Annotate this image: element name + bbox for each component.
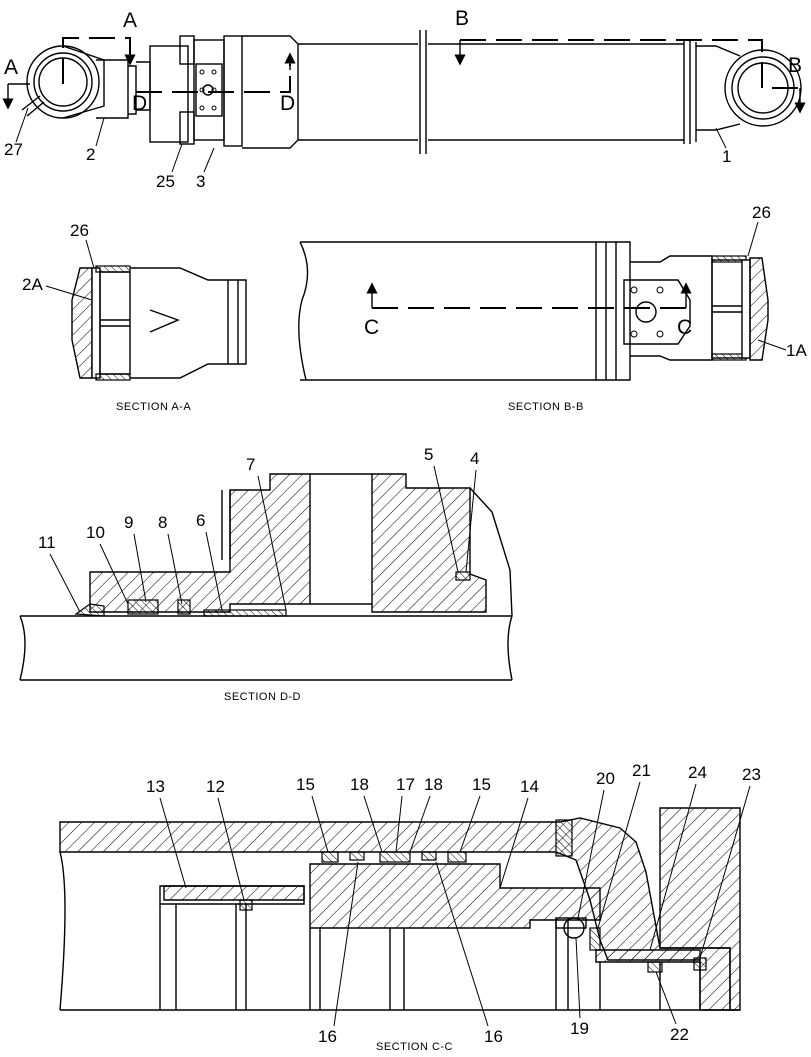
- section-d-d-view: 7 5 4 11 10 9 8 6 SECTION D-D: [19, 445, 513, 703]
- callout-2a: 2A: [22, 275, 43, 294]
- port-flange: [623, 279, 691, 345]
- cylinder-tube: [298, 30, 741, 154]
- callout-20: 20: [596, 769, 615, 788]
- cut-label-a-left: A: [4, 56, 18, 79]
- cut-line-b: [460, 39, 800, 89]
- cut-label-a-top: A: [123, 9, 137, 32]
- callout-12: 12: [206, 777, 225, 796]
- callout-1a: 1A: [786, 341, 807, 360]
- callout-26-a: 26: [70, 221, 89, 240]
- callout-26-b: 26: [752, 203, 771, 222]
- cut-label-d-right: D: [280, 92, 295, 115]
- callout-9: 9: [124, 513, 133, 532]
- callout-27: 27: [4, 140, 23, 159]
- callout-11: 11: [38, 533, 56, 552]
- callout-25: 25: [156, 172, 175, 191]
- callout-10: 10: [86, 523, 105, 542]
- section-b-b-label: SECTION B-B: [508, 401, 584, 413]
- cut-label-d-left: D: [132, 92, 147, 115]
- cut-line-d: [136, 64, 291, 93]
- callout-2: 2: [86, 145, 95, 164]
- section-c-c-view: 13 12 15 18 17 18 15 14 20 21 24 23 16 1…: [59, 761, 761, 1053]
- callout-16-right: 16: [484, 1027, 503, 1046]
- head-gland: [149, 35, 299, 149]
- section-a-a-view: 26 2A SECTION A-A: [22, 221, 247, 413]
- callout-1: 1: [722, 147, 731, 166]
- cut-label-b-top: B: [455, 7, 469, 30]
- callout-21: 21: [632, 761, 651, 780]
- callout-15-left: 15: [296, 775, 315, 794]
- callout-14: 14: [520, 777, 539, 796]
- section-b-b-view: C C 26 1A SECTION B-B: [298, 203, 807, 413]
- callout-6: 6: [196, 511, 205, 530]
- callout-22: 22: [670, 1025, 689, 1044]
- callout-24: 24: [688, 763, 707, 782]
- callout-23: 23: [742, 765, 761, 784]
- callout-19: 19: [570, 1019, 589, 1038]
- callout-15-right: 15: [472, 775, 491, 794]
- cylinder-assembly-view: A A B B D D 27 2 25 3 1: [4, 7, 806, 191]
- section-a-a-label: SECTION A-A: [116, 401, 191, 413]
- callout-18-left: 18: [350, 775, 369, 794]
- cut-label-c-left: C: [364, 316, 379, 339]
- callout-8: 8: [158, 513, 167, 532]
- callout-16-left: 16: [318, 1027, 337, 1046]
- callout-5: 5: [424, 445, 433, 464]
- cut-line-a: [62, 37, 131, 84]
- callout-17: 17: [396, 775, 415, 794]
- section-d-d-label: SECTION D-D: [224, 691, 301, 703]
- callout-7: 7: [246, 455, 255, 474]
- callout-18-right: 18: [424, 775, 443, 794]
- cut-label-c-right: C: [677, 316, 692, 339]
- section-c-c-label: SECTION C-C: [376, 1041, 453, 1053]
- port-block: [195, 63, 223, 117]
- callout-4: 4: [470, 449, 479, 468]
- cut-label-b-right: B: [788, 54, 802, 77]
- callout-3: 3: [196, 172, 205, 191]
- callout-13: 13: [146, 777, 165, 796]
